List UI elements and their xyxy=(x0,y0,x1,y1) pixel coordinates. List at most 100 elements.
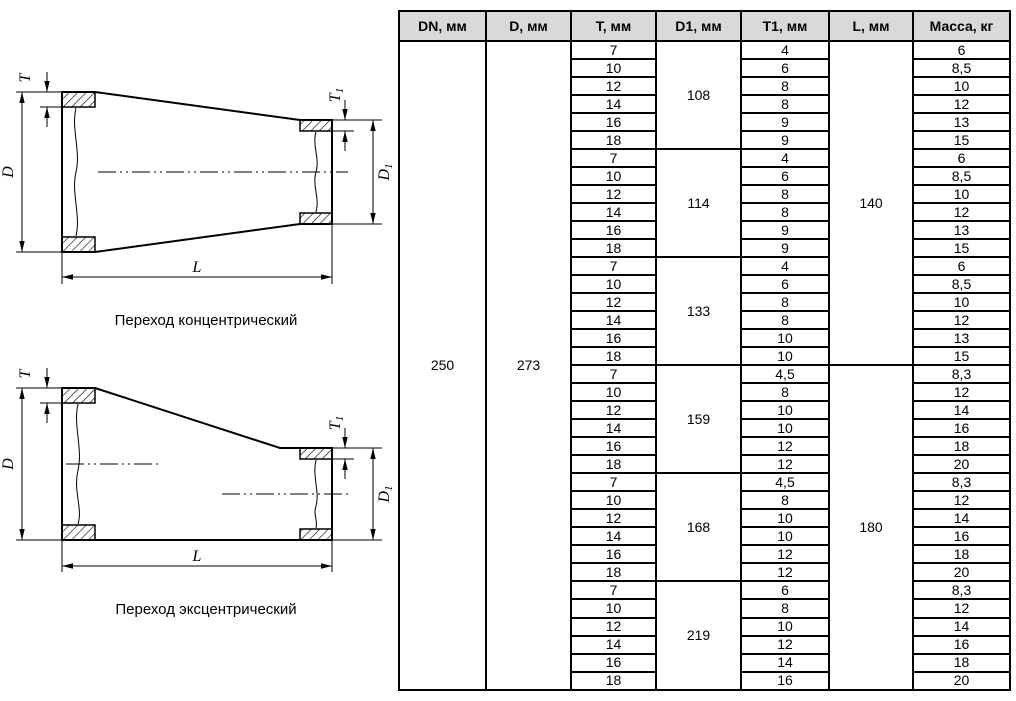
column-header-l: L, мм xyxy=(828,10,914,42)
wall-hatch xyxy=(299,119,333,132)
dim-label-t1: T1 xyxy=(327,88,346,102)
extension-lines xyxy=(16,387,62,541)
spec-table: DN, мм D, мм T, мм D1, мм T1, мм L, мм М… xyxy=(398,10,1011,692)
cell-t1: 10 xyxy=(740,328,830,349)
cell-mass: 14 xyxy=(912,400,1011,421)
column-header-t1: T1, мм xyxy=(740,10,830,42)
cell-t: 7 xyxy=(570,148,657,169)
cell-mass: 13 xyxy=(912,220,1011,241)
cell-mass: 12 xyxy=(912,94,1011,115)
cell-mass: 15 xyxy=(912,238,1011,259)
cell-t: 12 xyxy=(570,400,657,421)
table-row: 14 12 16 xyxy=(399,634,1011,655)
cell-t: 16 xyxy=(570,544,657,565)
cell-mass: 12 xyxy=(912,598,1011,619)
cell-t: 12 xyxy=(570,508,657,529)
table-row: 14 10 16 xyxy=(399,526,1011,547)
cell-t1: 8 xyxy=(740,310,830,331)
cell-d1: 108 xyxy=(655,39,742,151)
cell-t1: 9 xyxy=(740,112,830,133)
cell-mass: 13 xyxy=(912,112,1011,133)
cell-t1: 4,5 xyxy=(740,472,830,493)
cell-t: 18 xyxy=(570,130,657,151)
cell-t1: 10 xyxy=(740,346,830,367)
cell-mass: 18 xyxy=(912,652,1011,673)
cell-t1: 16 xyxy=(740,670,830,692)
table-row: 16 9 13 xyxy=(399,220,1011,241)
cell-mass: 12 xyxy=(912,310,1011,331)
dim-label-t1: T1 xyxy=(327,416,346,430)
cell-l: 180 xyxy=(828,364,914,691)
cell-mass: 20 xyxy=(912,454,1011,475)
cell-mass: 12 xyxy=(912,382,1011,403)
column-header-t: T, мм xyxy=(570,10,657,42)
cell-t1: 6 xyxy=(740,580,830,601)
extension-lines xyxy=(332,447,382,460)
cell-t1: 6 xyxy=(740,274,830,295)
cell-d1: 114 xyxy=(655,148,742,259)
cell-d: 273 xyxy=(485,40,572,691)
cell-t1: 12 xyxy=(740,562,830,583)
break-wavy-line xyxy=(74,107,78,237)
cell-t1: 10 xyxy=(740,526,830,547)
cell-t1: 10 xyxy=(740,508,830,529)
cell-mass: 18 xyxy=(912,436,1011,457)
cell-t: 7 xyxy=(570,364,657,385)
cell-mass: 16 xyxy=(912,526,1011,547)
cell-t: 16 xyxy=(570,328,657,349)
cell-mass: 16 xyxy=(912,634,1011,655)
cell-mass: 6 xyxy=(912,39,1011,61)
cell-d1: 168 xyxy=(655,472,742,583)
cell-t: 14 xyxy=(570,526,657,547)
concentric-caption: Переход концентрический xyxy=(115,312,298,329)
cell-t: 12 xyxy=(570,184,657,205)
cell-t: 10 xyxy=(570,274,657,295)
cell-t: 16 xyxy=(570,652,657,673)
cell-mass: 8,3 xyxy=(912,472,1011,493)
cell-t: 7 xyxy=(570,472,657,493)
cell-mass: 16 xyxy=(912,418,1011,439)
cell-t: 10 xyxy=(570,382,657,403)
table-row: 12 10 14 xyxy=(399,400,1011,421)
cell-t: 16 xyxy=(570,220,657,241)
cell-t1: 12 xyxy=(740,436,830,457)
cell-mass: 15 xyxy=(912,130,1011,151)
cell-t1: 8 xyxy=(740,94,830,115)
concentric-drawing: D T T1 D1 xyxy=(0,72,395,329)
cell-t1: 4,5 xyxy=(740,364,830,385)
cell-t: 18 xyxy=(570,454,657,475)
table-row: 18 12 20 xyxy=(399,454,1011,475)
cell-t1: 10 xyxy=(740,400,830,421)
break-wavy-line xyxy=(314,459,318,529)
cell-t1: 12 xyxy=(740,634,830,655)
cell-mass: 6 xyxy=(912,256,1011,277)
cell-mass: 8,3 xyxy=(912,364,1011,385)
cell-mass: 18 xyxy=(912,544,1011,565)
cell-mass: 14 xyxy=(912,616,1011,637)
column-header-mass: Масса, кг xyxy=(912,10,1011,42)
cell-t1: 4 xyxy=(740,256,830,277)
cell-t1: 9 xyxy=(740,220,830,241)
cell-t: 14 xyxy=(570,634,657,655)
cell-t1: 8 xyxy=(740,382,830,403)
dim-label-d1: D1 xyxy=(376,485,395,503)
cell-dn: 250 xyxy=(398,40,487,691)
cell-t: 10 xyxy=(570,490,657,511)
column-header-dn: DN, мм xyxy=(398,10,487,42)
cell-t1: 12 xyxy=(740,454,830,475)
